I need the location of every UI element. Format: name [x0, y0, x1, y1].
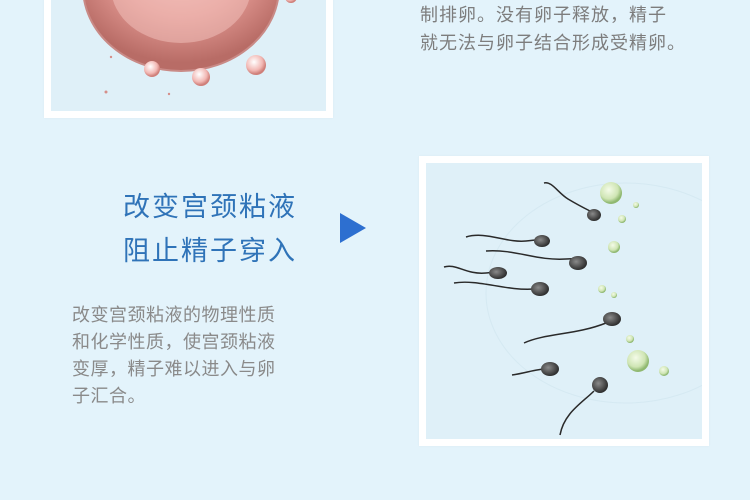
heading-line: 改变宫颈粘液: [123, 192, 297, 223]
mucus-bubble: [598, 285, 606, 293]
description-line: 改变宫颈粘液的物理性质: [72, 305, 276, 326]
description-line: 子汇合。: [72, 386, 146, 407]
mucus-bubble: [611, 292, 617, 298]
sperm-cell: [511, 362, 559, 376]
mucus-bubble: [633, 202, 639, 208]
sperm-cell: [523, 312, 621, 344]
sperm-cell: [559, 377, 608, 436]
heading-line: 阻止精子穿入: [123, 236, 297, 267]
intro-paragraph: 制排卵。没有卵子释放，精子 就无法与卵子结合形成受精卵。: [420, 2, 740, 58]
mucus-bubble: [608, 241, 620, 253]
cell-bubble: [144, 61, 160, 77]
play-triangle-icon: [340, 213, 366, 243]
intro-line: 就无法与卵子结合形成受精卵。: [420, 33, 686, 54]
egg-illustration-frame: [44, 0, 333, 118]
mucus-bubble: [618, 215, 626, 223]
mucus-bubble: [600, 182, 622, 204]
sperm-illustration: [443, 182, 702, 436]
section-heading: 改变宫颈粘液 阻止精子穿入: [100, 186, 320, 274]
cell-bubble: [192, 68, 210, 86]
sperm-cell: [543, 182, 601, 221]
description-line: 变厚，精子难以进入与卵: [72, 359, 276, 380]
sperm-cell: [453, 281, 549, 296]
sperm-cell: [443, 265, 507, 279]
mucus-bubble: [626, 335, 634, 343]
sperm-cell: [465, 234, 550, 247]
description-line: 和化学性质，使宫颈粘液: [72, 332, 276, 353]
cell-bubble: [246, 55, 266, 75]
intro-line: 制排卵。没有卵子释放，精子: [420, 5, 667, 26]
cell-bubble: [285, 0, 297, 3]
egg-cell-illustration: [83, 0, 297, 96]
mucus-bubble: [627, 350, 649, 372]
sperm-cell: [485, 250, 587, 270]
section-description: 改变宫颈粘液的物理性质 和化学性质，使宫颈粘液 变厚，精子难以进入与卵 子汇合。: [72, 302, 342, 410]
mucus-bubble: [659, 366, 669, 376]
sperm-illustration-frame: [419, 156, 709, 446]
